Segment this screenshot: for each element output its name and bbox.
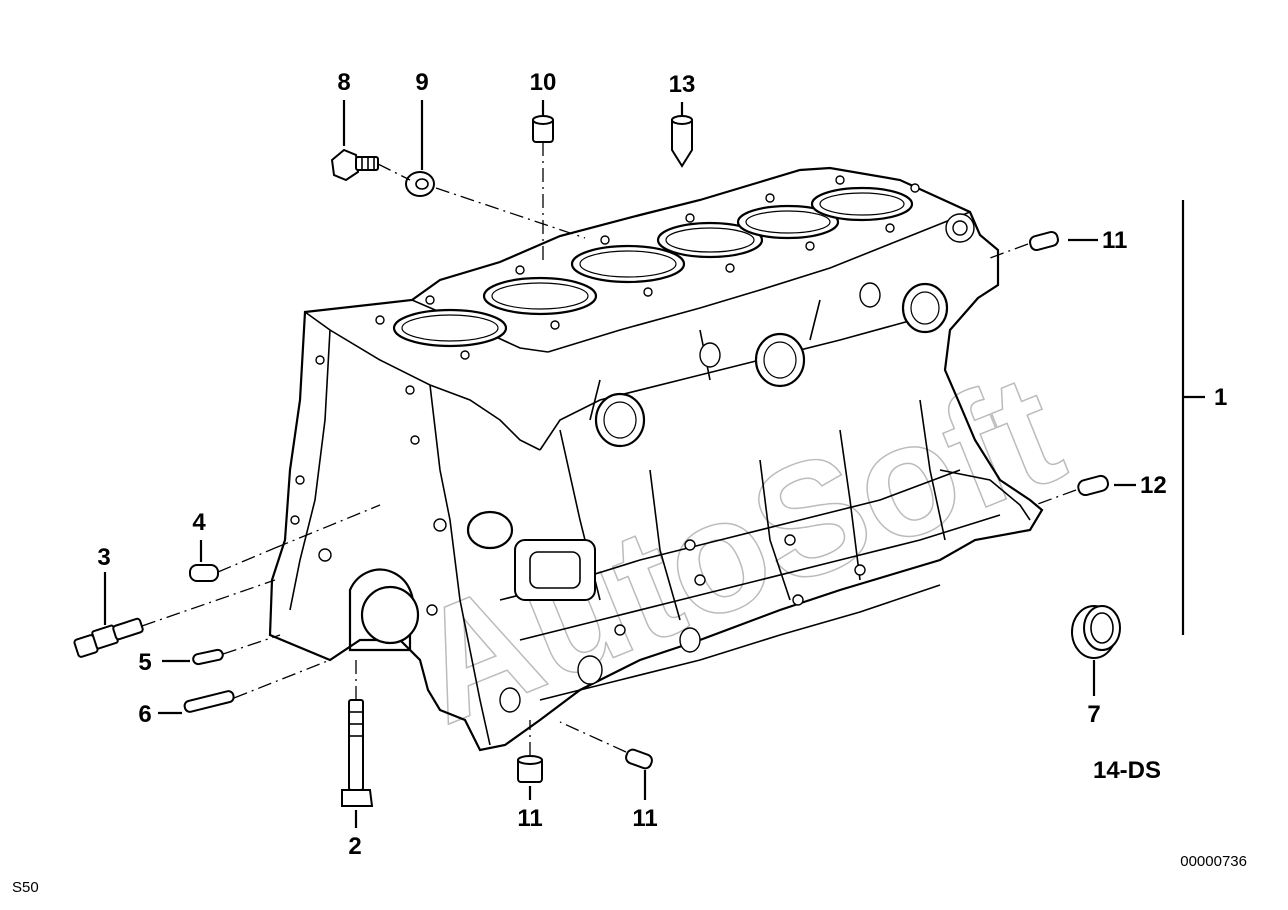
dowel-sleeve-part-10 — [532, 115, 554, 143]
callout-8: 8 — [337, 69, 350, 96]
sensor-part-3 — [73, 617, 144, 658]
drawing-number: 00000736 — [1180, 853, 1247, 870]
dowel-pin-12 — [1077, 474, 1109, 497]
dowel-pin-11-right — [1029, 230, 1059, 252]
callout-2: 2 — [348, 833, 361, 860]
pin-part-5 — [192, 648, 224, 666]
washer-part-9 — [405, 171, 435, 197]
callout-12: 12 — [1140, 472, 1167, 499]
pin-part-6 — [183, 690, 235, 713]
dowel-pin-11-bottom-right — [625, 748, 653, 770]
callout-7: 7 — [1087, 701, 1100, 728]
engine-code: S50 — [12, 879, 39, 896]
callout-11-bottom-right: 11 — [632, 805, 657, 832]
bolt-part-8 — [330, 148, 379, 182]
dowel-part-4 — [189, 564, 219, 582]
plug-part-13 — [671, 115, 693, 168]
callout-6: 6 — [138, 701, 151, 728]
group-label: 14-DS — [1093, 757, 1161, 784]
callout-13: 13 — [669, 71, 696, 98]
callout-3: 3 — [97, 544, 110, 571]
callout-5: 5 — [138, 649, 151, 676]
leader-lines — [103, 100, 1205, 828]
callout-4: 4 — [192, 509, 206, 536]
seal-ring-part-7 — [1071, 605, 1121, 659]
dowel-sleeve-11-bottom — [517, 755, 543, 783]
bolt-part-2 — [341, 699, 374, 807]
callout-11-bottom: 11 — [517, 805, 542, 832]
engine-block — [268, 166, 1044, 752]
callout-1: 1 — [1214, 384, 1227, 411]
callout-9: 9 — [415, 69, 428, 96]
callout-11-right: 11 — [1102, 227, 1127, 254]
callout-10: 10 — [530, 69, 557, 96]
